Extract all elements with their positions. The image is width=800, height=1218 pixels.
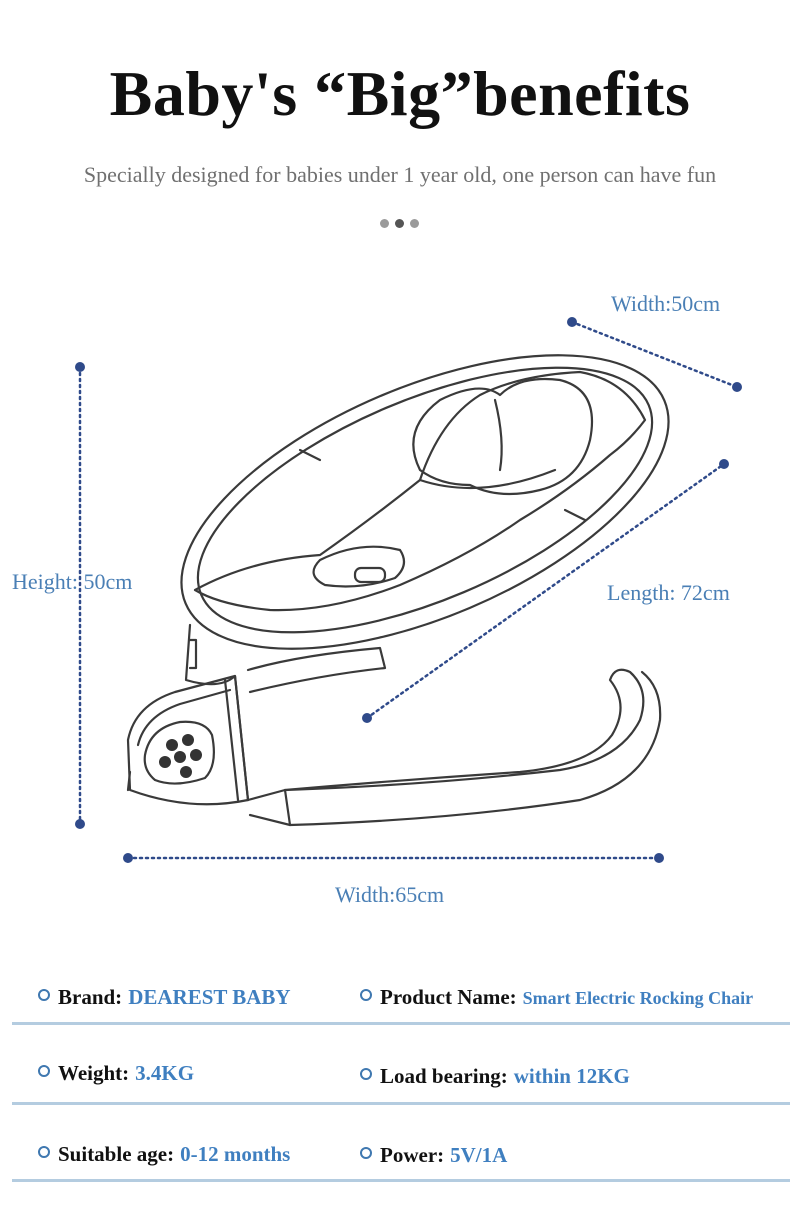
spec-value: DEAREST BABY [128, 985, 291, 1009]
rocking-chair-illustration [75, 317, 742, 863]
dimension-line-length [365, 462, 726, 720]
dimension-marker [654, 853, 664, 863]
pager-dot[interactable] [380, 219, 389, 228]
spec-value: 0-12 months [180, 1142, 291, 1166]
chair-rail-lower [248, 670, 662, 827]
chair-column [184, 623, 250, 802]
pager-dot-active[interactable] [395, 219, 404, 228]
spec-row [12, 1022, 790, 1105]
dimension-marker [75, 819, 85, 829]
spec-weight: Weight: 3.4KG [38, 1061, 194, 1086]
chair-rail [246, 668, 645, 802]
page-subtitle: Specially designed for babies under 1 ye… [83, 162, 717, 187]
spec-label: Brand: [58, 985, 123, 1009]
spec-value: Smart Electric Rocking Chair [522, 988, 754, 1008]
chair-shell-outer [180, 354, 670, 650]
dimension-marker [567, 317, 577, 327]
pager-dots [380, 219, 419, 228]
circle-bullet-icon [38, 1146, 50, 1158]
harness-buckle [312, 545, 406, 588]
spec-product-name: Product Name: Smart Electric Rocking Cha… [360, 985, 753, 1010]
spec-power: Power: 5V/1A [360, 1143, 507, 1168]
circle-bullet-icon [38, 989, 50, 1001]
spec-value: within 12KG [513, 1064, 630, 1088]
dimension-marker [732, 382, 742, 392]
dimension-label-top-width: Width:50cm [611, 291, 721, 316]
spec-label: Suitable age: [58, 1142, 175, 1166]
dimension-marker [75, 362, 85, 372]
dimension-label-height: Height: 50cm [12, 569, 133, 594]
chair-seat-fabric [193, 370, 647, 612]
spec-label: Weight: [58, 1061, 130, 1085]
page-title: Baby's “Big”benefits [109, 58, 691, 129]
speaker-panel [143, 720, 215, 785]
spec-label: Power: [380, 1143, 445, 1167]
spec-load-bearing: Load bearing: within 12KG [360, 1064, 630, 1089]
circle-bullet-icon [38, 1065, 50, 1077]
headrest-cushion [412, 377, 594, 496]
spec-label: Load bearing: [380, 1064, 508, 1088]
spec-brand: Brand: DEAREST BABY [38, 985, 291, 1010]
circle-bullet-icon [360, 989, 372, 1001]
spec-value: 3.4KG [135, 1061, 195, 1085]
spec-suitable-age: Suitable age: 0-12 months [38, 1142, 290, 1167]
chair-base-inner [136, 688, 232, 747]
dimension-marker [123, 853, 133, 863]
spec-row [12, 942, 790, 1025]
spec-row [12, 1099, 790, 1182]
circle-bullet-icon [360, 1147, 372, 1159]
chair-shell-inner [196, 366, 654, 634]
spec-value: 5V/1A [450, 1143, 508, 1167]
dimension-marker [719, 459, 729, 469]
pager-dot[interactable] [410, 219, 419, 228]
dimension-label-length: Length: 72cm [607, 580, 730, 605]
dimension-label-bottom-width: Width:65cm [335, 882, 445, 907]
dimension-line-top-width [570, 320, 739, 389]
spec-label: Product Name: [380, 985, 517, 1009]
circle-bullet-icon [360, 1068, 372, 1080]
dimension-marker [362, 713, 372, 723]
chair-arm [246, 646, 387, 694]
